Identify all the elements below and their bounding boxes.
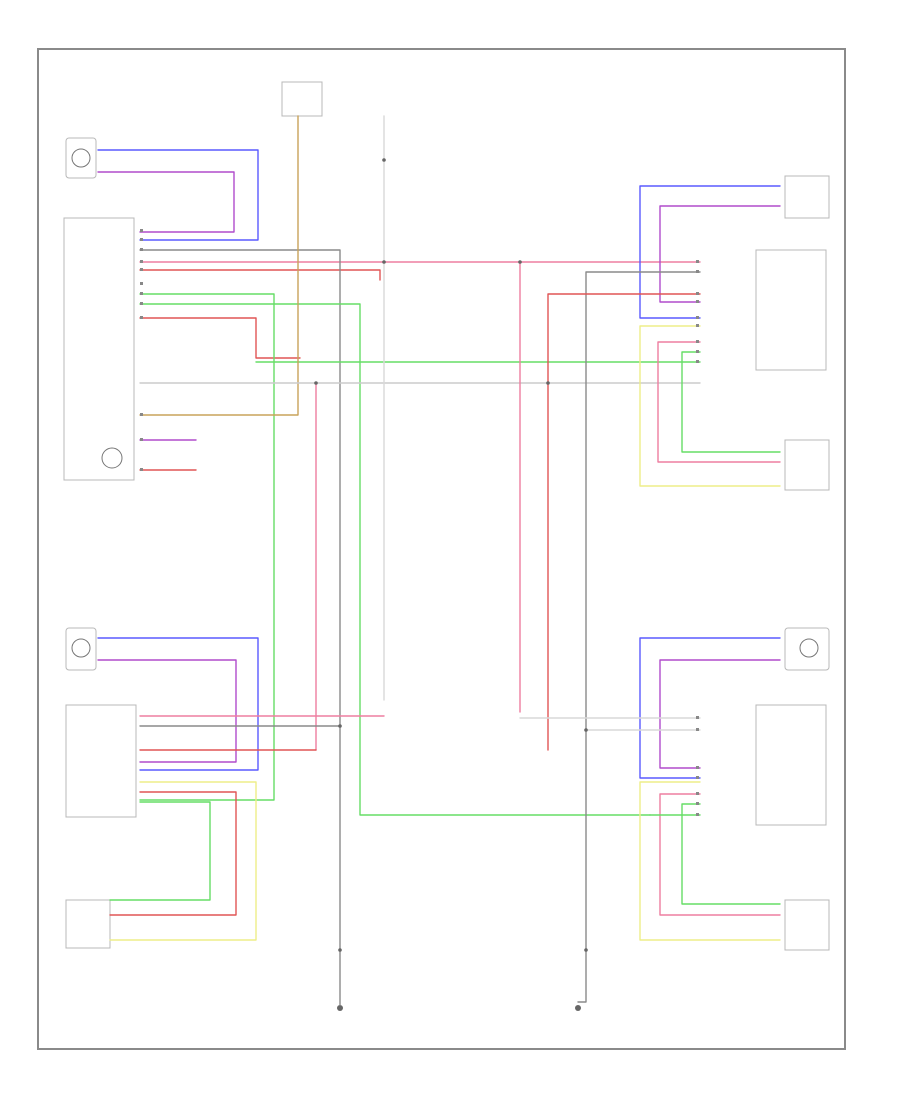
- motor-icon: [71, 148, 91, 168]
- right-rear-switch-lower-box: [784, 439, 830, 491]
- left-rear-switch-box: [755, 704, 827, 826]
- wire-pink: [657, 341, 781, 463]
- right-rear-switch-box: [755, 249, 827, 371]
- wire-yellow: [639, 325, 781, 487]
- left-front-motor-box: [65, 137, 97, 179]
- wire-gray-ground: [577, 949, 587, 1003]
- fuse-switch-box: [281, 81, 323, 117]
- wire-yellow: [639, 781, 781, 941]
- wire-blue: [639, 185, 781, 319]
- wire-green: [139, 293, 275, 801]
- splice-dot: [584, 728, 588, 732]
- splice-dot: [382, 260, 386, 264]
- wire-green: [681, 803, 781, 905]
- wire-red: [139, 317, 301, 359]
- splice-dot: [382, 158, 386, 162]
- wire-violet: [659, 659, 781, 769]
- splice-dot: [546, 381, 550, 385]
- splice-dot: [338, 948, 342, 952]
- splice-dot: [518, 260, 522, 264]
- ground-point-right: [575, 1005, 581, 1011]
- wire-blue: [639, 637, 781, 779]
- wire-blue: [97, 637, 259, 771]
- wire-tan: [139, 115, 299, 416]
- control-unit-box: [63, 217, 135, 481]
- wire-green: [109, 801, 211, 901]
- right-front-switch-box: [65, 704, 137, 818]
- wire-violet: [97, 659, 237, 763]
- wire-red: [109, 791, 237, 916]
- wire-violet: [659, 205, 781, 303]
- wire-yellow: [109, 781, 257, 941]
- splice-dot: [314, 381, 318, 385]
- left-rear-motor-lower-box: [784, 899, 830, 951]
- wire-red: [547, 293, 701, 751]
- ground-point-left: [337, 1005, 343, 1011]
- wire-red: [139, 269, 381, 281]
- wire-blue: [97, 149, 259, 241]
- wire-gray-ground: [139, 249, 341, 951]
- splice-dot: [338, 724, 342, 728]
- right-rear-motor-box: [65, 899, 111, 949]
- wire-violet: [97, 171, 235, 233]
- splice-dot: [584, 948, 588, 952]
- left-rear-motor-box: [784, 627, 830, 671]
- connector-pins: [140, 229, 699, 816]
- diagram-border: [37, 48, 846, 1050]
- wire-gray-ground: [585, 271, 701, 951]
- right-rear-motor-top-box: [784, 175, 830, 219]
- motor-icon: [71, 638, 91, 658]
- wire-green: [681, 351, 781, 453]
- wire-pink: [659, 793, 781, 916]
- motor-icon: [799, 638, 819, 658]
- wire-green: [139, 303, 651, 816]
- right-front-motor-box: [65, 627, 97, 671]
- lamp-icon: [101, 447, 123, 469]
